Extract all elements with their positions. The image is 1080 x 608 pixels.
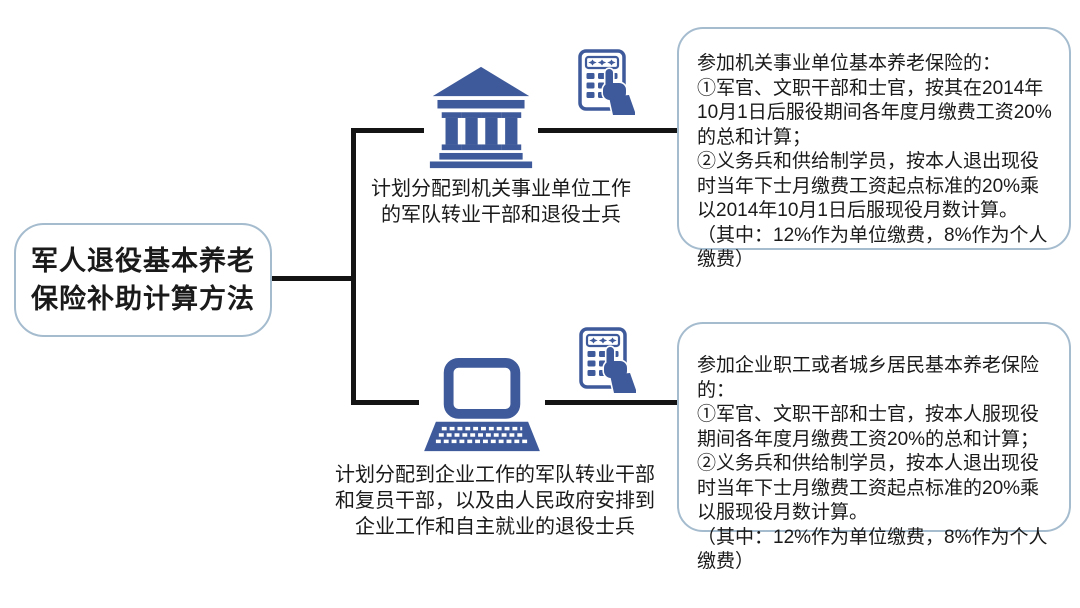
bottom-branch-label: 计划分配到企业工作的军队转业干部 和复员干部，以及由人民政府安排到 企业工作和自… (335, 464, 655, 538)
connector-vertical (351, 128, 356, 405)
detail-heading: 参加机关事业单位基本养老保险的： (697, 53, 1002, 74)
bottom-detail-box: 参加企业职工或者城乡居民基本养老保险的： ①军官、文职干部和士官，按本人服现役期… (677, 322, 1071, 572)
government-building-icon (424, 60, 538, 174)
detail-item-2: ②义务兵和供给制学员，按本人退出现役时当年下士月缴费工资起点标准的20%乘以服现… (697, 453, 1040, 523)
top-branch-label: 计划分配到机关事业单位工作 的军队转业干部和退役士兵 (371, 178, 631, 226)
detail-heading: 参加企业职工或者城乡居民基本养老保险的： (697, 355, 1040, 401)
calculator-icon (575, 48, 637, 116)
detail-note: （其中：12%作为单位缴费，8%作为个人缴费） (697, 224, 1048, 271)
calculator-icon (576, 326, 638, 394)
connector-root-stem (268, 276, 356, 281)
detail-note: （其中：12%作为单位缴费，8%作为个人缴费） (697, 526, 1048, 573)
detail-item-1: ①军官、文职干部和士官，按其在2014年10月1日后服役期间各年度月缴费工资20… (697, 77, 1052, 148)
detail-item-2: ②义务兵和供给制学员，按本人退出现役时当年下士月缴费工资起点标准的20%乘以20… (697, 151, 1040, 221)
root-node-title: 军人退役基本养老 保险补助计算方法 (14, 223, 272, 337)
detail-item-1: ①军官、文职干部和士官，按本人服现役期间各年度月缴费工资20%的总和计算； (697, 404, 1040, 450)
top-detail-box: 参加机关事业单位基本养老保险的： ①军官、文职干部和士官，按其在2014年10月… (677, 27, 1071, 270)
laptop-icon (419, 354, 545, 462)
